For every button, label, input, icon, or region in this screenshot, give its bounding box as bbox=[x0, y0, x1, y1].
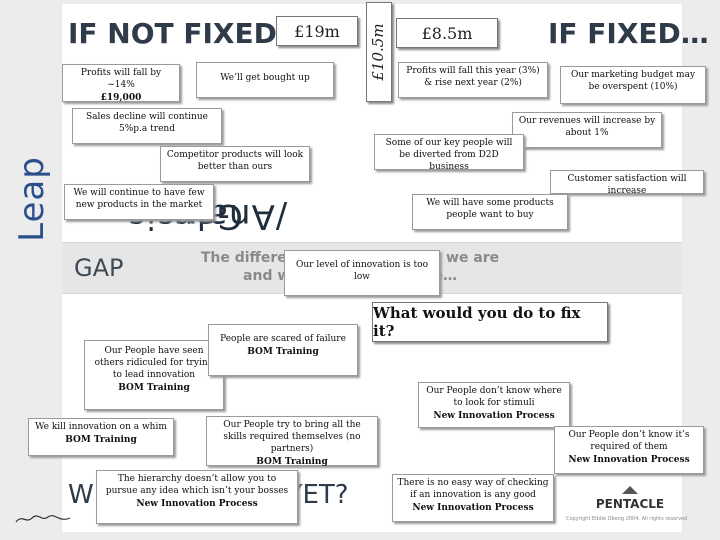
gap-label: GAP bbox=[74, 254, 124, 282]
not-fixed-amount: £19m bbox=[276, 16, 358, 46]
sticky-bought-up: We’ll get bought up bbox=[196, 62, 334, 98]
sidebar-title: GapLeap/Analysis bbox=[6, 4, 287, 394]
sticky-hierarchy: The hierarchy doesn’t allow you to pursu… bbox=[96, 470, 298, 524]
sticky-checking: There is no easy way of checking if an i… bbox=[392, 474, 554, 522]
sticky-revenues: Our revenues will increase by about 1% bbox=[512, 112, 662, 148]
heading-not-fixed: IF NOT FIXED… bbox=[68, 17, 305, 50]
sticky-scared: People are scared of failure BOM Trainin… bbox=[208, 324, 358, 376]
fixed-amount: £8.5m bbox=[396, 18, 498, 48]
sticky-required-of-them: Our People don’t know it’s required of t… bbox=[554, 426, 704, 474]
pentacle-logo-mark: PENTACLE bbox=[596, 486, 664, 511]
pentacle-logo: PENTACLE bbox=[588, 486, 672, 511]
copyright-notice: Copyright Eddie Obeng 2004. All rights r… bbox=[566, 516, 688, 522]
divider-amount-label: £10.5m bbox=[369, 23, 387, 81]
sticky-stimuli: Our People don’t know where to look for … bbox=[418, 382, 570, 428]
sticky-innovation-level: Our level of innovation is too low bbox=[284, 250, 440, 296]
sticky-sales-decline: Sales decline will continue 5%p.a trend bbox=[72, 108, 222, 144]
signature-mark bbox=[15, 515, 71, 523]
sticky-marketing-budget: Our marketing budget may be overspent (1… bbox=[560, 66, 706, 104]
sticky-profits-fall: Profits will fall by ~14% £19,000 bbox=[62, 64, 180, 103]
sticky-profits-this-year: Profits will fall this year (3%) & rise … bbox=[398, 62, 548, 98]
title-leap: Leap bbox=[12, 156, 52, 242]
pentacle-logo-text: PENTACLE bbox=[596, 497, 664, 510]
sticky-kill-innovation: We kill innovation on a whim BOM Trainin… bbox=[28, 418, 174, 456]
sticky-competitor: Competitor products will look better tha… bbox=[160, 146, 310, 182]
sticky-few-new-products: We will continue to have few new product… bbox=[64, 184, 214, 220]
sticky-satisfaction: Customer satisfaction will increase bbox=[550, 170, 704, 196]
sticky-want-to-buy: We will have some products people want t… bbox=[412, 194, 568, 230]
sticky-skills: Our People try to bring all the skills r… bbox=[206, 416, 378, 467]
fix-question: What would you do to fix it? bbox=[372, 302, 608, 342]
divider-amount bbox=[366, 2, 392, 102]
heading-fixed: IF FIXED… bbox=[548, 17, 709, 50]
sticky-ridiculed: Our People have seen others ridiculed fo… bbox=[84, 340, 224, 410]
sticky-key-people: Some of our key people will be diverted … bbox=[374, 134, 524, 172]
